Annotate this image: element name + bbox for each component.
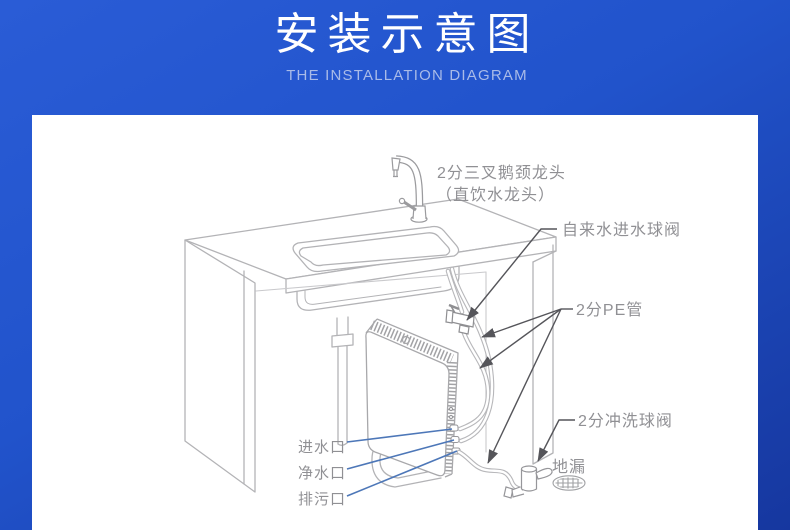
installation-diagram: 2分三叉鹅颈龙头 （直饮水龙头） 自来水进水球阀 2分PE管 2分冲洗球阀 地漏… xyxy=(184,115,681,508)
label-port-clean: 净水口 xyxy=(298,465,346,482)
page-header: 安装示意图 THE INSTALLATION DIAGRAM xyxy=(12,0,790,84)
label-flush-valve: 2分冲洗球阀 xyxy=(578,412,673,430)
label-port-waste: 排污口 xyxy=(298,491,346,508)
floor-drain-grate xyxy=(552,475,586,491)
label-faucet-line2: （直饮水龙头） xyxy=(436,186,555,204)
label-floor-drain: 地漏 xyxy=(552,458,586,476)
label-inlet-valve: 自来水进水球阀 xyxy=(562,221,681,239)
gooseneck-faucet xyxy=(391,158,428,223)
diagram-panel: 2分三叉鹅颈龙头 （直饮水龙头） 自来水进水球阀 2分PE管 2分冲洗球阀 地漏… xyxy=(32,115,758,530)
flush-ball-valve xyxy=(503,465,553,499)
page-subtitle: THE INSTALLATION DIAGRAM xyxy=(286,67,528,85)
page-title: 安装示意图 xyxy=(274,10,540,59)
water-purifier xyxy=(365,318,461,478)
pe-pipes xyxy=(448,269,521,489)
port-leader-lines xyxy=(346,428,458,497)
sink-rim xyxy=(292,225,460,273)
diagram-labels: 2分三叉鹅颈龙头 （直饮水龙头） 自来水进水球阀 2分PE管 2分冲洗球阀 地漏… xyxy=(298,164,681,508)
leader-arrows xyxy=(466,228,575,464)
label-faucet-line1: 2分三叉鹅颈龙头 xyxy=(437,164,566,182)
label-port-inlet: 进水口 xyxy=(298,439,346,456)
label-pe-pipe: 2分PE管 xyxy=(576,301,643,319)
